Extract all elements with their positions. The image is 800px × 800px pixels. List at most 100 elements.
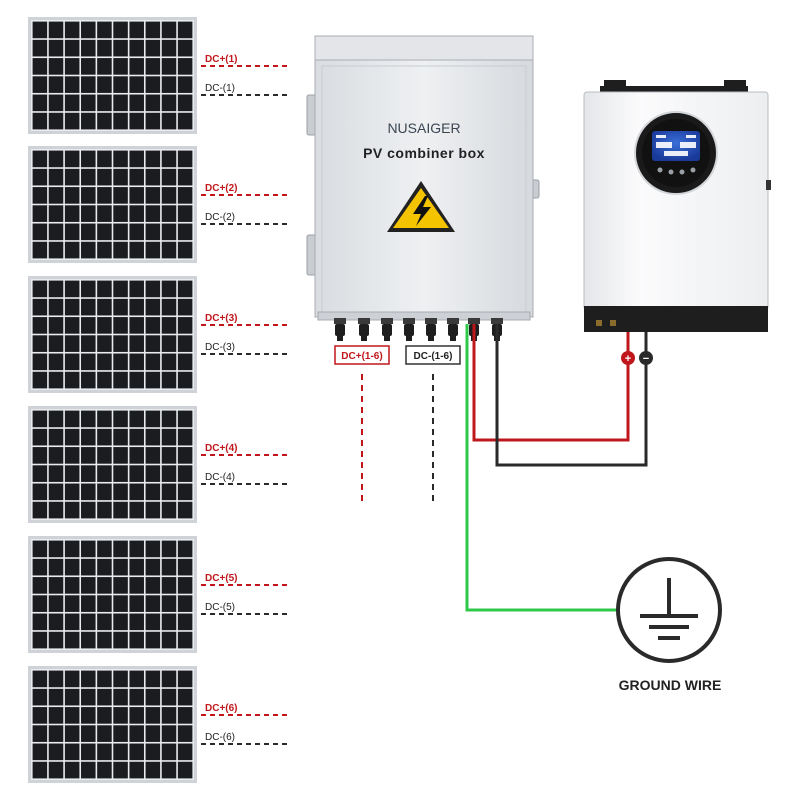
solar-cell — [64, 317, 80, 334]
solar-cell — [145, 743, 161, 761]
solar-cell — [161, 39, 177, 57]
solar-cell — [177, 298, 193, 316]
solar-cell — [48, 21, 64, 39]
solar-cell — [145, 670, 161, 688]
inverter-button — [679, 169, 685, 175]
solar-cell — [113, 39, 128, 57]
positive-wire — [472, 324, 630, 442]
solar-cell — [177, 317, 193, 334]
solar-cell — [129, 335, 144, 352]
solar-cell — [81, 168, 96, 186]
solar-cell — [177, 631, 193, 649]
solar-cell — [97, 150, 112, 168]
solar-cell — [81, 298, 96, 316]
solar-cell — [64, 223, 80, 241]
solar-cell — [32, 595, 48, 612]
solar-cell — [32, 353, 48, 371]
panel-positive-label: DC+(3) — [205, 313, 238, 324]
solar-cell — [129, 280, 144, 298]
solar-cell — [32, 187, 48, 204]
solar-cell — [113, 501, 128, 519]
solar-cell — [177, 94, 193, 112]
battery-wires: + − — [472, 324, 653, 467]
solar-cell — [177, 483, 193, 501]
solar-cell — [177, 39, 193, 57]
solar-cell — [32, 501, 48, 519]
solar-cell — [145, 371, 161, 389]
solar-cell — [161, 613, 177, 631]
solar-cell — [177, 223, 193, 241]
solar-cell — [97, 371, 112, 389]
solar-cell — [97, 223, 112, 241]
solar-cell — [145, 483, 161, 501]
solar-cell — [64, 112, 80, 130]
solar-cell — [113, 21, 128, 39]
solar-cell — [32, 613, 48, 631]
solar-cell — [48, 428, 64, 446]
solar-cell — [161, 743, 177, 761]
solar-cell — [97, 558, 112, 576]
inverter-button — [657, 167, 663, 173]
solar-cell — [48, 241, 64, 259]
solar-cell — [161, 688, 177, 706]
solar-cell — [48, 761, 64, 779]
solar-cell — [32, 725, 48, 742]
solar-cell — [129, 223, 144, 241]
solar-cell — [161, 94, 177, 112]
solar-cell — [48, 39, 64, 57]
solar-cell — [145, 58, 161, 75]
solar-cell — [32, 112, 48, 130]
solar-panel — [28, 17, 197, 134]
solar-cell — [64, 187, 80, 204]
solar-cell — [81, 94, 96, 112]
solar-cell — [145, 577, 161, 594]
solar-cell — [129, 94, 144, 112]
solar-cell — [177, 501, 193, 519]
panel-positive-label: DC+(5) — [205, 573, 238, 584]
solar-cell — [32, 670, 48, 688]
solar-panels — [28, 17, 197, 783]
solar-cell — [32, 335, 48, 352]
solar-cell — [81, 577, 96, 594]
solar-cell — [129, 39, 144, 57]
solar-cell — [129, 298, 144, 316]
solar-cell — [97, 280, 112, 298]
solar-cell — [48, 707, 64, 724]
solar-cell — [64, 595, 80, 612]
solar-cell — [97, 761, 112, 779]
solar-cell — [48, 58, 64, 75]
solar-cell — [32, 465, 48, 482]
solar-cell — [145, 168, 161, 186]
solar-cell — [113, 540, 128, 558]
solar-cell — [64, 298, 80, 316]
solar-cell — [48, 595, 64, 612]
solar-cell — [177, 613, 193, 631]
solar-cell — [64, 631, 80, 649]
panel-negative-label: DC-(4) — [205, 472, 235, 483]
solar-panel — [28, 406, 197, 523]
solar-cell — [32, 631, 48, 649]
solar-cell — [177, 205, 193, 222]
solar-cell — [177, 707, 193, 724]
solar-cell — [129, 58, 144, 75]
solar-cell — [113, 428, 128, 446]
solar-cell — [113, 631, 128, 649]
solar-cell — [129, 371, 144, 389]
solar-cell — [129, 631, 144, 649]
solar-cell — [48, 168, 64, 186]
solar-cell — [177, 688, 193, 706]
solar-cell — [81, 725, 96, 742]
solar-cell — [145, 280, 161, 298]
solar-cell — [32, 58, 48, 75]
solar-cell — [177, 335, 193, 352]
solar-cell — [81, 595, 96, 612]
solar-cell — [145, 298, 161, 316]
solar-cell — [97, 688, 112, 706]
solar-cell — [145, 317, 161, 334]
solar-cell — [48, 725, 64, 742]
solar-cell — [32, 761, 48, 779]
solar-cell — [81, 150, 96, 168]
solar-cell — [97, 241, 112, 259]
cable-gland — [381, 318, 393, 341]
solar-cell — [113, 707, 128, 724]
